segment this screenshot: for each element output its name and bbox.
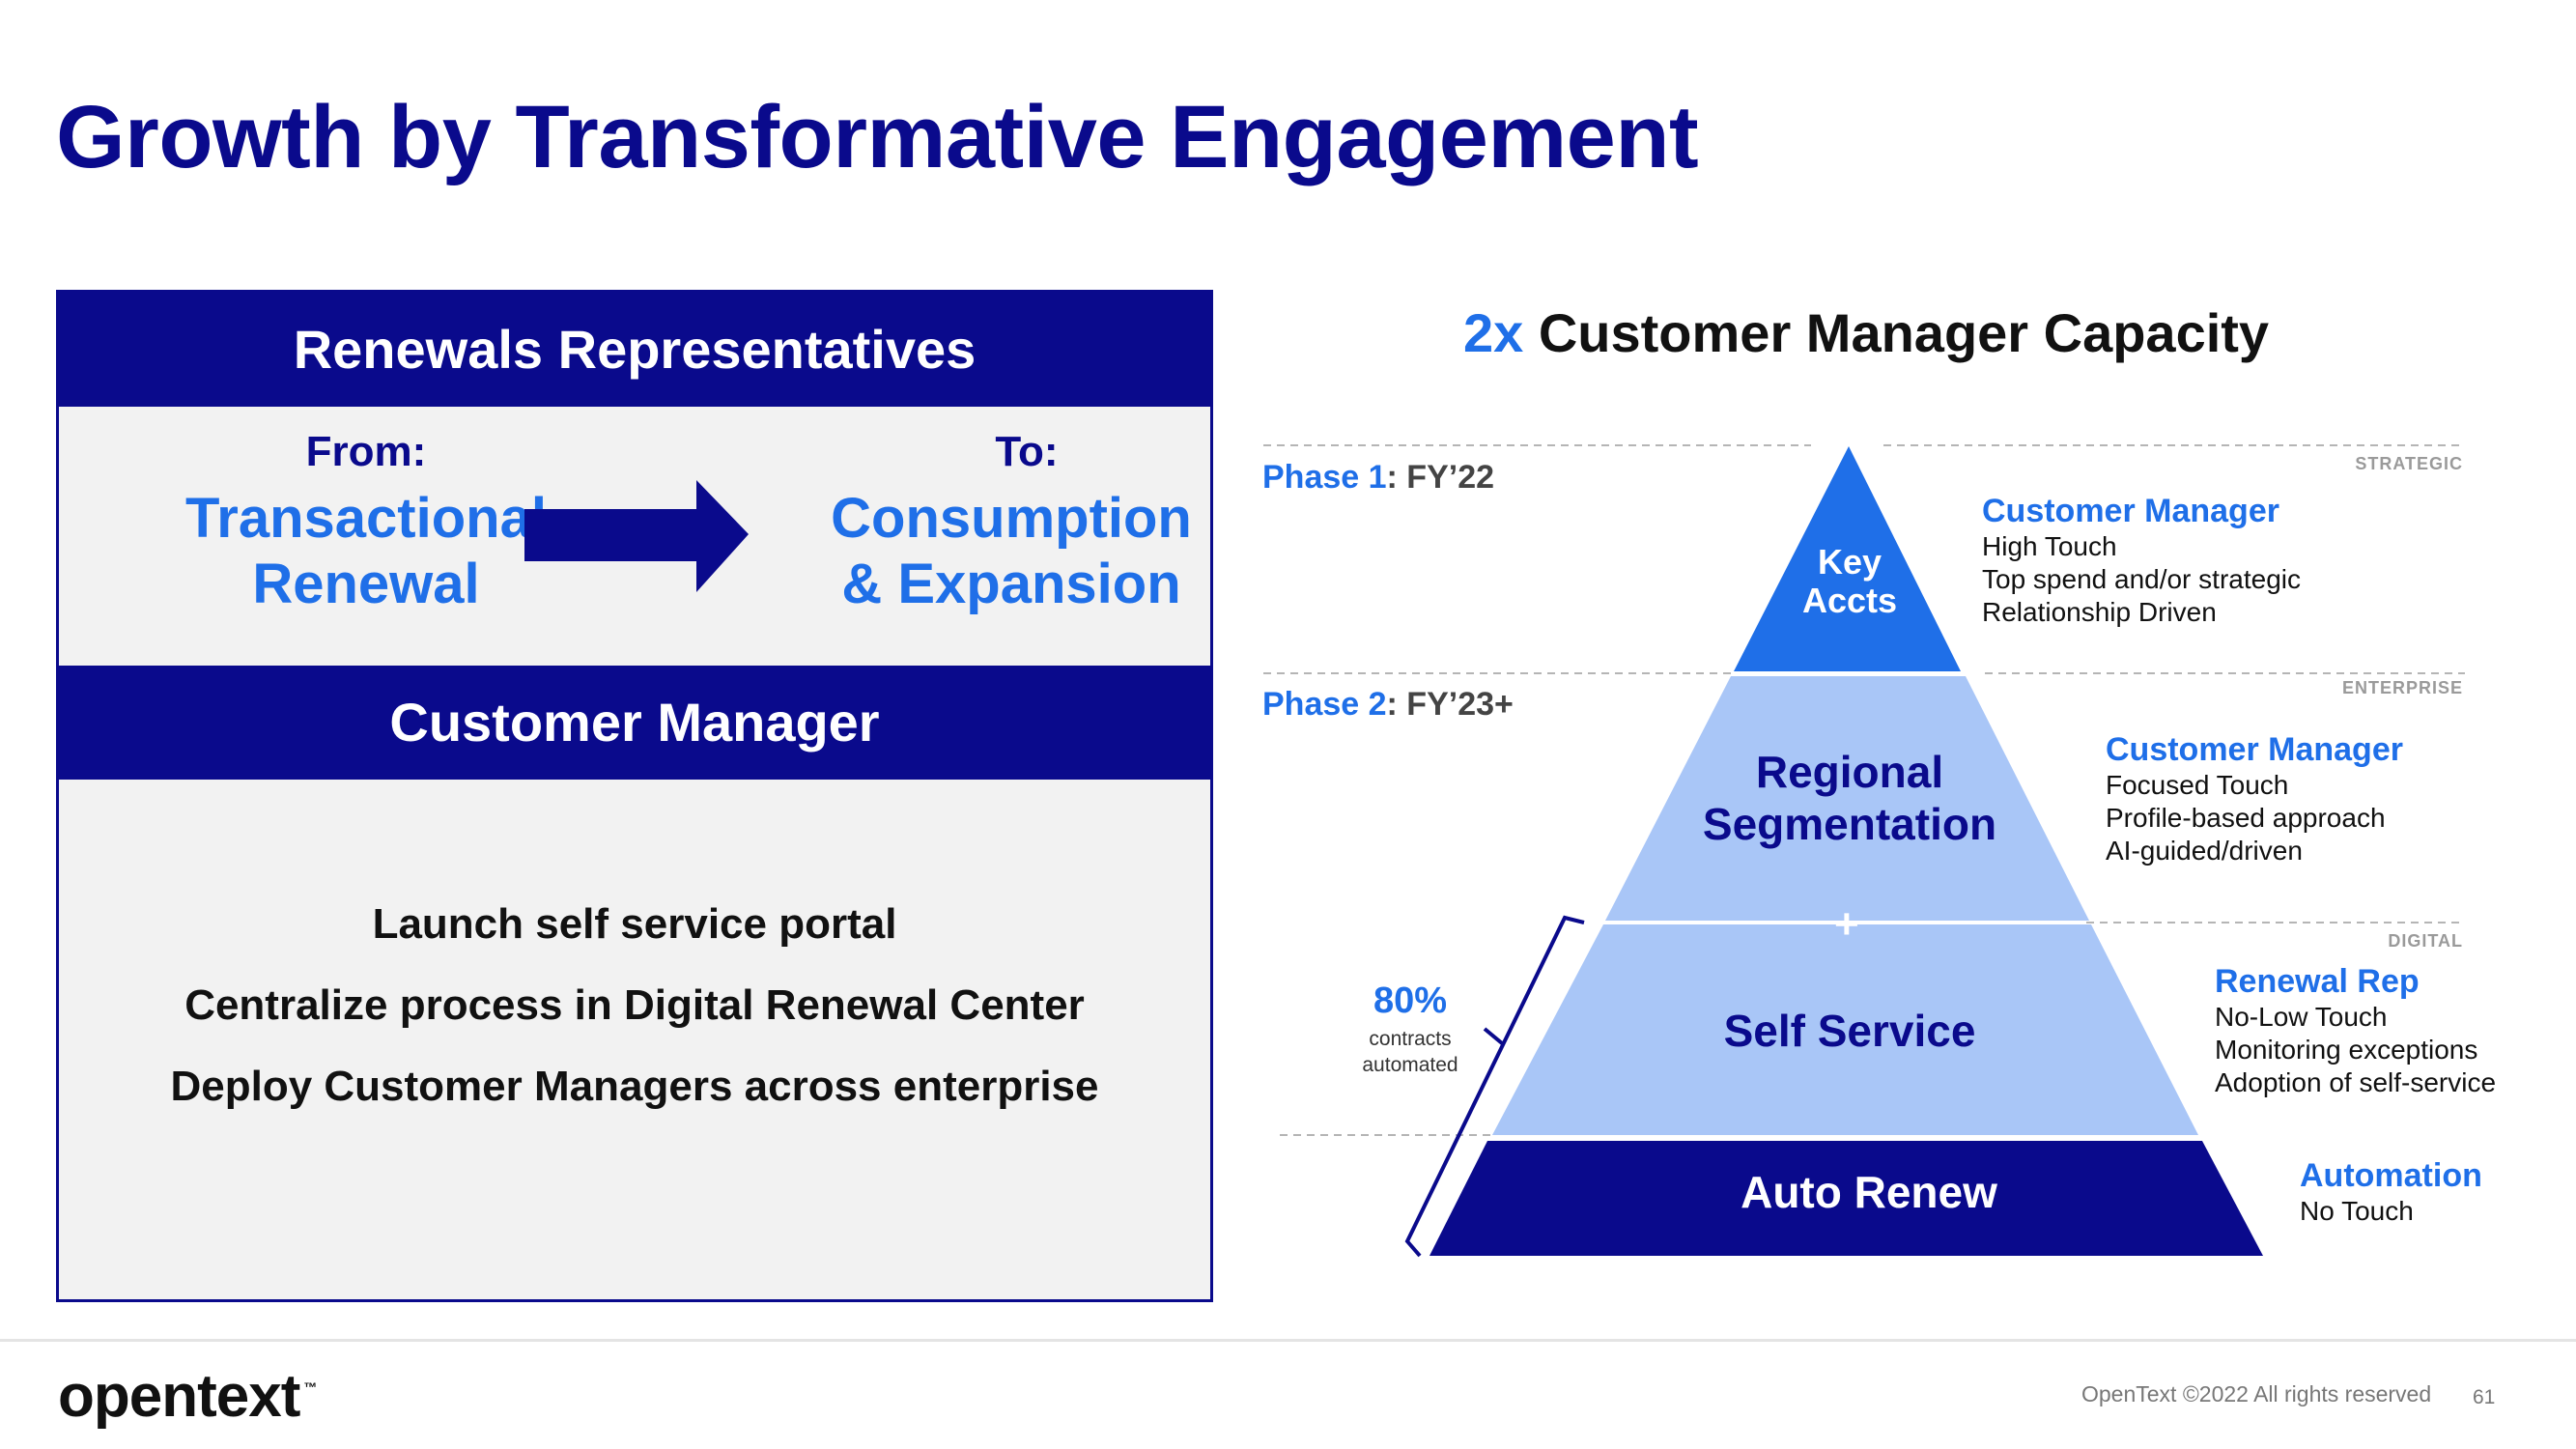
self-service-tier bbox=[1492, 924, 2198, 1135]
description-regional: Customer Manager Focused Touch Profile-b… bbox=[2106, 730, 2403, 867]
tag-digital: DIGITAL bbox=[2388, 931, 2463, 951]
plus-icon: + bbox=[1834, 900, 1859, 948]
bracket-tick bbox=[1483, 1027, 1504, 1045]
tag-enterprise: ENTERPRISE bbox=[2341, 678, 2463, 697]
automated-line2: automated bbox=[1362, 1054, 1458, 1076]
from-label: From: bbox=[305, 428, 427, 475]
description-line: Profile-based approach bbox=[2106, 803, 2386, 833]
auto-renew-label: Auto Renew bbox=[1741, 1167, 1997, 1217]
phase1-label: Phase 1 bbox=[1262, 459, 1387, 496]
regional-line2: Segmentation bbox=[1702, 799, 1997, 849]
right-arrow-icon bbox=[524, 480, 749, 592]
automated-line1: contracts bbox=[1369, 1028, 1452, 1050]
description-heading: Renewal Rep bbox=[2215, 963, 2420, 1000]
pyramid-title: 2x Customer Manager Capacity bbox=[1463, 301, 2269, 364]
renewals-panel: Renewals Representatives From: Transacti… bbox=[56, 290, 1213, 1302]
phase2-label: Phase 2 bbox=[1262, 686, 1387, 723]
description-line: Relationship Driven bbox=[1982, 597, 2217, 627]
phase1: Phase 1: FY’22 bbox=[1262, 459, 1494, 497]
description-key-accts: Customer Manager High Touch Top spend an… bbox=[1982, 492, 2301, 629]
renewals-representatives-header: Renewals Representatives bbox=[59, 293, 1210, 407]
footer-divider bbox=[0, 1339, 2576, 1342]
description-self-service: Renewal Rep No-Low Touch Monitoring exce… bbox=[2215, 962, 2496, 1099]
pyramid-title-accent: 2x bbox=[1463, 302, 1524, 363]
automated-bracket bbox=[1404, 915, 1585, 1258]
automated-pct: 80% bbox=[1373, 980, 1448, 1021]
page-title: Growth by Transformative Engagement bbox=[56, 88, 1699, 186]
key-accts-label: Key Accts bbox=[1792, 543, 1908, 620]
description-auto-renew: Automation No Touch bbox=[2300, 1156, 2482, 1228]
from-line1: Transactional bbox=[185, 487, 547, 550]
customer-manager-header: Customer Manager bbox=[59, 666, 1210, 780]
from-to-section: From: Transactional Renewal To: Consumpt… bbox=[59, 407, 1210, 666]
description-line: Monitoring exceptions bbox=[2215, 1035, 2478, 1065]
description-line: AI-guided/driven bbox=[2106, 836, 2303, 866]
description-line: No-Low Touch bbox=[2215, 1002, 2388, 1032]
phase1-value: : FY’22 bbox=[1386, 459, 1495, 496]
description-heading: Customer Manager bbox=[1982, 493, 2279, 529]
list-item: Deploy Customer Managers across enterpri… bbox=[170, 1063, 1099, 1110]
page-number: 61 bbox=[2473, 1386, 2496, 1408]
logo-text: opentext bbox=[58, 1363, 300, 1430]
copyright: OpenText ©2022 All rights reserved bbox=[2081, 1381, 2432, 1406]
description-heading: Customer Manager bbox=[2106, 731, 2403, 768]
description-line: Adoption of self-service bbox=[2215, 1067, 2497, 1097]
description-line: High Touch bbox=[1982, 531, 2117, 561]
to-label: To: bbox=[995, 428, 1059, 475]
to-line2: & Expansion bbox=[841, 553, 1181, 615]
key-line2: Accts bbox=[1801, 581, 1898, 620]
regional-line1: Regional bbox=[1755, 747, 1944, 797]
pyramid-title-rest: Customer Manager Capacity bbox=[1523, 302, 2270, 363]
list-item: Launch self service portal bbox=[372, 900, 897, 948]
regional-segmentation-label: Regional Segmentation bbox=[1656, 746, 2043, 850]
auto-renew-tier bbox=[1430, 1141, 2263, 1256]
list-item: Centralize process in Digital Renewal Ce… bbox=[184, 981, 1085, 1029]
automated-note: 80% contracts automated bbox=[1323, 980, 1497, 1078]
description-line: No Touch bbox=[2300, 1196, 2414, 1226]
regional-segmentation-tier bbox=[1605, 676, 2089, 921]
phase2: Phase 2: FY’23+ bbox=[1262, 686, 1514, 724]
customer-manager-list: Launch self service portal Centralize pr… bbox=[59, 780, 1210, 1301]
description-heading: Automation bbox=[2300, 1157, 2482, 1194]
to-line1: Consumption bbox=[831, 487, 1192, 550]
description-line: Top spend and/or strategic bbox=[1982, 564, 2301, 594]
key-accts-tier bbox=[1734, 446, 1961, 671]
key-line1: Key bbox=[1817, 542, 1882, 582]
trademark: ™ bbox=[303, 1379, 317, 1395]
self-service-label: Self Service bbox=[1723, 1006, 1976, 1056]
phase2-value: : FY’23+ bbox=[1386, 686, 1514, 723]
description-line: Focused Touch bbox=[2106, 770, 2289, 800]
from-line2: Renewal bbox=[252, 553, 480, 615]
tag-strategic: STRATEGIC bbox=[2355, 454, 2463, 473]
